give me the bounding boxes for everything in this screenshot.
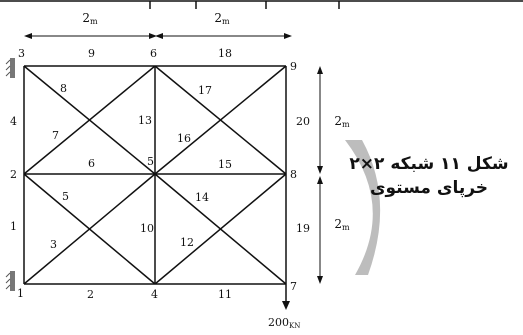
dimension-label: 2m bbox=[334, 217, 350, 232]
member-17 bbox=[154, 65, 287, 175]
member-label: 20 bbox=[296, 115, 310, 128]
member-label: 6 bbox=[88, 157, 95, 170]
node-label-8: 8 bbox=[290, 168, 297, 181]
load-arrow: 200KN bbox=[268, 284, 300, 330]
member-label: 14 bbox=[195, 191, 209, 204]
caption-line-2: خرپای مستوی bbox=[369, 178, 489, 198]
member-label: 16 bbox=[177, 132, 191, 145]
caption-line-1: شکل ۱۱ شبکه ۲×۲ bbox=[349, 154, 509, 174]
member-label: 4 bbox=[10, 115, 17, 128]
member-label: 7 bbox=[52, 129, 59, 142]
member-label: 11 bbox=[218, 288, 232, 301]
dimension-label: 2m bbox=[214, 11, 230, 26]
node-label-9: 9 bbox=[290, 60, 297, 73]
member-label: 8 bbox=[60, 82, 67, 95]
node-label-1: 1 bbox=[17, 287, 24, 300]
dimension-top-right: 2m bbox=[155, 11, 292, 39]
node-label-5: 5 bbox=[147, 155, 154, 168]
member-label: 17 bbox=[198, 84, 212, 97]
node-labels: 1 2 3 4 5 6 7 8 9 bbox=[10, 47, 297, 301]
decorative-arc bbox=[345, 140, 381, 275]
dimension-right-lower: 2m bbox=[317, 176, 350, 284]
truss-members bbox=[23, 65, 287, 285]
member-label: 12 bbox=[180, 236, 194, 249]
member-14 bbox=[154, 173, 287, 285]
node-label-3: 3 bbox=[18, 47, 25, 60]
member-label: 10 bbox=[140, 222, 154, 235]
pin-support-node-3 bbox=[5, 58, 15, 78]
member-5 bbox=[23, 173, 156, 285]
figure-caption: شکل ۱۱ شبکه ۲×۲ خرپای مستوی bbox=[335, 152, 523, 200]
node-label-7: 7 bbox=[290, 280, 297, 293]
node-label-2: 2 bbox=[10, 168, 17, 181]
member-labels: 1 2 3 4 5 6 7 8 9 10 11 12 13 14 15 16 1… bbox=[10, 47, 310, 301]
load-label: 200KN bbox=[268, 316, 300, 330]
member-label: 5 bbox=[62, 190, 69, 203]
member-label: 1 bbox=[10, 220, 17, 233]
dimension-top-left: 2m bbox=[24, 11, 157, 39]
member-label: 13 bbox=[138, 114, 152, 127]
pin-support-node-1 bbox=[5, 271, 15, 291]
member-label: 3 bbox=[50, 238, 57, 251]
member-label: 2 bbox=[87, 288, 94, 301]
member-8 bbox=[23, 65, 156, 175]
node-label-6: 6 bbox=[150, 47, 157, 60]
member-label: 9 bbox=[88, 47, 95, 60]
dimension-right-upper: 2m bbox=[317, 66, 350, 174]
node-label-4: 4 bbox=[151, 288, 158, 301]
member-label: 19 bbox=[296, 222, 310, 235]
dimension-label: 2m bbox=[82, 11, 98, 26]
member-label: 15 bbox=[218, 158, 232, 171]
dimension-label: 2m bbox=[334, 114, 350, 129]
member-label: 18 bbox=[218, 47, 232, 60]
table-border bbox=[0, 0, 523, 9]
